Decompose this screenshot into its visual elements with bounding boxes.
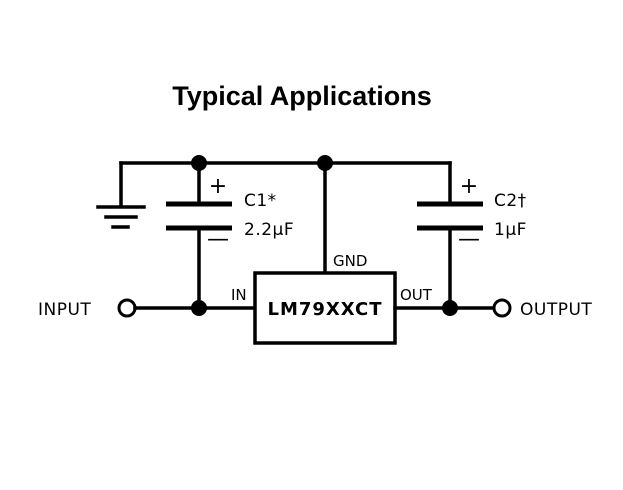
c1-label: C1* (244, 191, 277, 211)
c2-value: 1μF (494, 220, 527, 240)
output-label: OUTPUT (520, 300, 592, 320)
c2-label: C2† (494, 191, 527, 211)
junction-node (191, 155, 207, 171)
c1-value: 2.2μF (244, 220, 294, 240)
pin-out-label: OUT (400, 286, 433, 304)
junction-node (442, 300, 458, 316)
regulator-label: LM79XXCT (267, 299, 382, 320)
capacitor-c2 (417, 161, 483, 310)
c1-minus-sign: — (207, 227, 229, 252)
c2-minus-sign: — (458, 227, 480, 252)
pin-in-label: IN (231, 286, 247, 304)
c1-plus-sign: + (209, 174, 227, 199)
regulator-box (253, 271, 397, 345)
junction-node (191, 300, 207, 316)
ground-symbol (96, 161, 146, 229)
input-label: INPUT (38, 300, 91, 320)
diagram-title: Typical Applications (172, 81, 432, 111)
junction-node (317, 155, 333, 171)
pin-gnd-label: GND (333, 252, 367, 270)
output-terminal (492, 298, 512, 318)
c2-plus-sign: + (460, 174, 478, 199)
input-terminal (117, 298, 137, 318)
